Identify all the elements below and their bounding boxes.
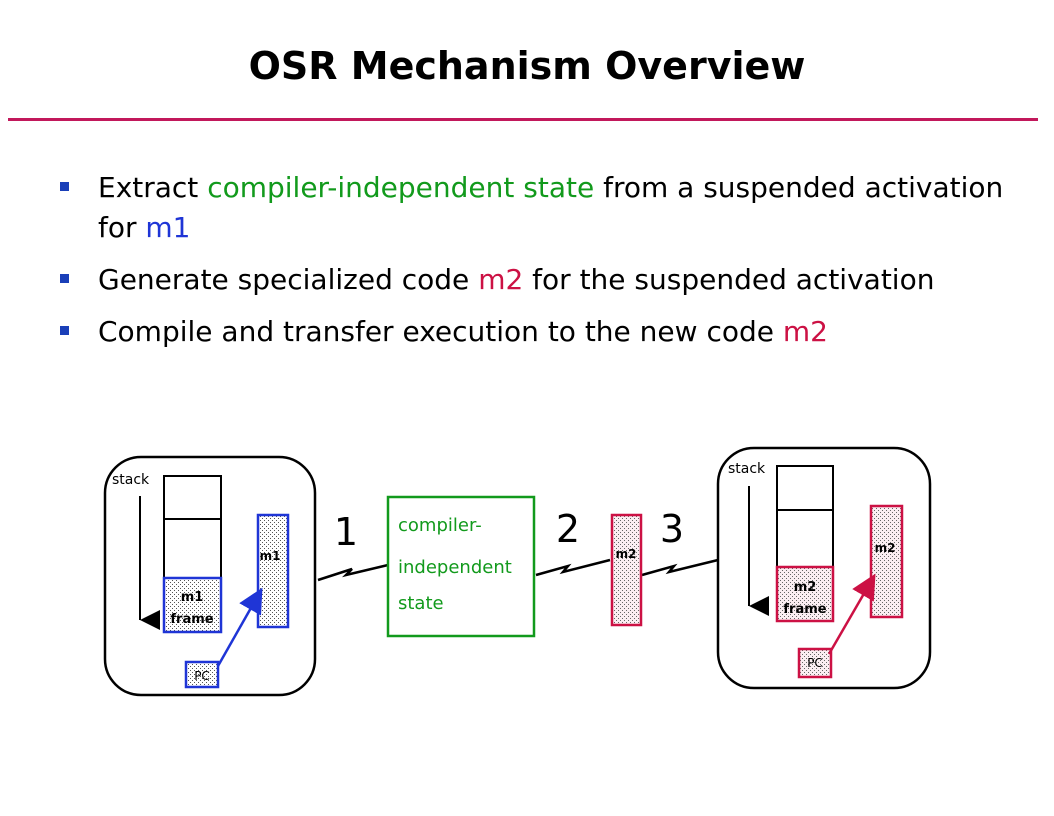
bullet-text: Extract (98, 171, 208, 204)
bullet-text: Compile and transfer execution to the ne… (98, 315, 783, 348)
right-stack-slot-2 (776, 509, 834, 568)
bullet-square-icon (60, 182, 69, 191)
bullet-item-compile: Compile and transfer execution to the ne… (58, 312, 1018, 352)
left-stack-label: stack (112, 472, 150, 488)
bullet-square-icon (60, 326, 69, 335)
right-m2-code-block (869, 504, 904, 619)
right-stack-slot-1 (776, 465, 834, 511)
left-frame-label-2: frame (170, 612, 213, 627)
state-label-line-1: compiler- (398, 515, 482, 536)
highlight-compiler-independent-state: compiler-independent state (207, 171, 595, 204)
left-code-label: m1 (260, 549, 281, 563)
middle-code-label: m2 (616, 547, 637, 561)
left-frame-label-1: m1 (181, 590, 204, 605)
bullet-item-generate: Generate specialized code m2 for the sus… (58, 260, 1018, 300)
bullet-square-icon (60, 274, 69, 283)
right-stack-label: stack (728, 461, 766, 477)
bullet-text: for the suspended activation (523, 263, 935, 296)
middle-m2-code-block (610, 513, 643, 627)
left-m1-frame (162, 576, 223, 634)
title-divider (8, 118, 1038, 121)
step-2-connector (535, 558, 611, 577)
right-pc-box (797, 647, 833, 679)
state-label-line-2: independent (398, 557, 512, 578)
highlight-m2: m2 (782, 315, 828, 348)
step-1-connector (317, 563, 389, 582)
state-label-line-3: state (398, 593, 444, 614)
step-3-connector (641, 558, 719, 577)
left-stack-slot-1 (163, 475, 222, 520)
highlight-m2: m2 (478, 263, 524, 296)
right-m2-frame (775, 565, 835, 623)
right-frame-label-2: frame (783, 602, 826, 617)
left-pc-pointer-arrow (216, 587, 263, 667)
right-process-container (716, 446, 932, 690)
left-process-container (103, 455, 317, 697)
highlight-m1: m1 (145, 211, 191, 244)
right-code-label: m2 (875, 541, 896, 555)
bullet-text: from a suspended activation for (98, 171, 1004, 244)
step-1-number: 1 (334, 510, 358, 554)
step-3-number: 3 (660, 507, 684, 551)
bullet-list: Extract compiler-independent state from … (58, 168, 1018, 364)
bullet-text: Generate specialized code (98, 263, 479, 296)
left-pc-label: PC (194, 669, 210, 683)
left-stack-slot-2 (163, 518, 222, 579)
right-frame-label-1: m2 (794, 580, 817, 595)
right-pc-pointer-arrow (827, 573, 876, 655)
page-title: OSR Mechanism Overview (248, 44, 806, 88)
bullet-item-extract: Extract compiler-independent state from … (58, 168, 1018, 248)
compiler-independent-state-box (386, 495, 536, 638)
left-m1-code-block (256, 513, 290, 629)
step-2-number: 2 (556, 507, 580, 551)
right-pc-label: PC (807, 656, 823, 670)
left-pc-box (184, 660, 220, 689)
